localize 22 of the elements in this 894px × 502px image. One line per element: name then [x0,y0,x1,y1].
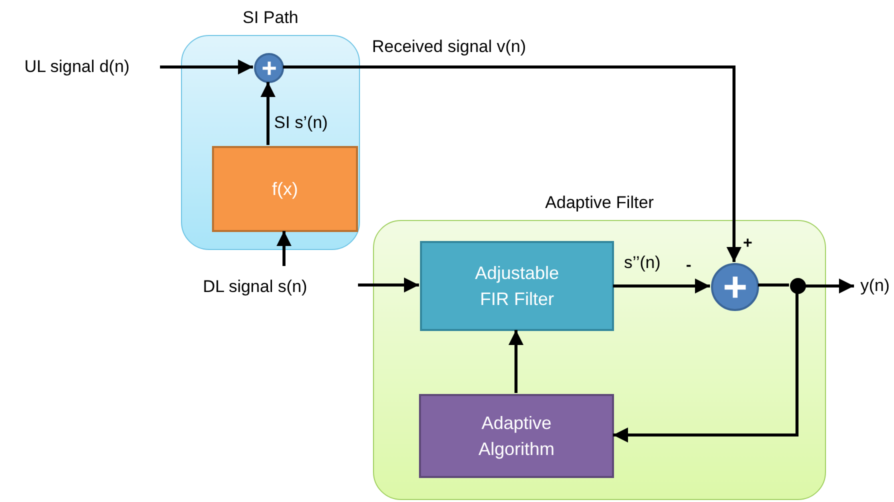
edge-label: SI s’(n) [274,112,328,134]
process-block: Adjustable FIR Filter [420,241,614,331]
arrow [160,60,253,74]
sign-label: - [686,258,692,274]
arrow [283,66,742,262]
signal-label: UL signal d(n) [10,54,144,80]
arrow [613,293,798,442]
sign-label: + [743,236,752,252]
region-title: Adaptive Filter [544,192,655,214]
arrow [805,278,854,294]
process-block: Adaptive Algorithm [419,394,614,478]
edge-label: s’’(n) [624,252,661,274]
arrow [613,278,710,294]
region-title: SI Path [242,7,300,29]
arrow [260,82,276,145]
signal-label: DL signal s(n) [188,274,322,300]
edge-label: Received signal v(n) [372,36,526,58]
process-block: f(x) [212,146,358,232]
arrow [276,231,292,266]
arrow [508,330,524,393]
signal-label: y(n) [856,273,894,299]
arrow [358,278,419,292]
